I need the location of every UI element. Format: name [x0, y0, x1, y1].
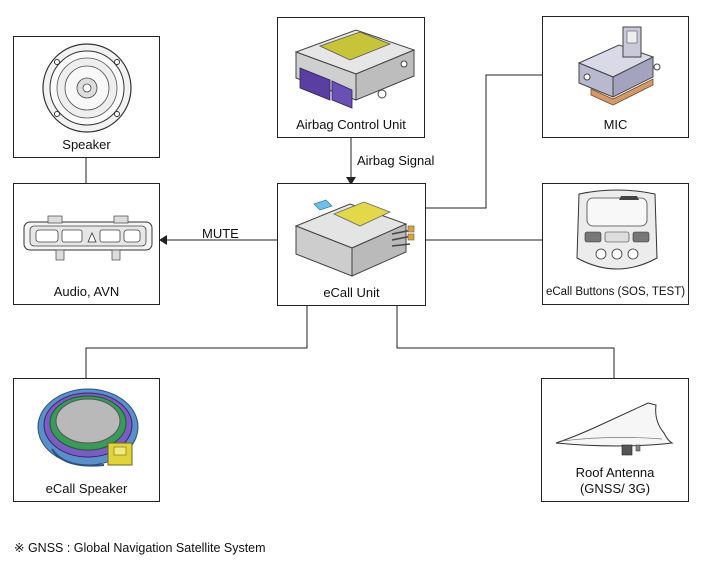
- ecall-buttons-label: eCall Buttons (SOS, TEST): [545, 286, 686, 298]
- airbag-module-icon: [294, 29, 416, 109]
- audio-avn-label: Audio, AVN: [53, 284, 120, 299]
- ecall-unit-label: eCall Unit: [323, 285, 380, 300]
- roof-antenna-icon: [555, 402, 674, 456]
- mic-label: MIC: [603, 117, 628, 132]
- arrowhead-airbag: [346, 177, 356, 185]
- airbag-control-unit-label: Airbag Control Unit: [296, 117, 406, 132]
- wire-ecall-speaker: [85, 306, 308, 378]
- ecall-speaker-icon: [37, 388, 139, 467]
- roof-antenna-label-line1: Roof Antenna: [575, 465, 655, 480]
- airbag-control-unit-box: Airbag Control Unit: [277, 17, 425, 138]
- speaker-box: Speaker: [13, 36, 160, 158]
- overhead-console-icon: [576, 189, 658, 270]
- ecall-buttons-box: eCall Buttons (SOS, TEST): [542, 183, 689, 305]
- audio-panel-icon: [23, 215, 153, 261]
- roof-antenna-label-line2: (GNSS/ 3G): [579, 481, 651, 496]
- mic-box: MIC: [542, 16, 689, 138]
- roof-antenna-box: Roof Antenna (GNSS/ 3G): [541, 378, 689, 502]
- ecall-speaker-box: eCall Speaker: [13, 378, 160, 502]
- ecall-unit-box: eCall Unit: [277, 183, 426, 306]
- airbag-signal-label: Airbag Signal: [357, 153, 435, 168]
- gnss-footnote: ※ GNSS : Global Navigation Satellite Sys…: [14, 541, 266, 555]
- speaker-icon: [42, 43, 132, 133]
- wire-ecall-mic: [426, 74, 542, 209]
- speaker-label: Speaker: [62, 137, 111, 152]
- microphone-icon: [577, 26, 661, 106]
- wire-ecall-antenna: [396, 306, 615, 378]
- mute-label: MUTE: [202, 226, 239, 241]
- ecall-speaker-label: eCall Speaker: [45, 481, 128, 496]
- arrowhead-mute: [159, 235, 167, 245]
- ecall-module-icon: [294, 199, 415, 277]
- audio-avn-box: Audio, AVN: [13, 183, 160, 305]
